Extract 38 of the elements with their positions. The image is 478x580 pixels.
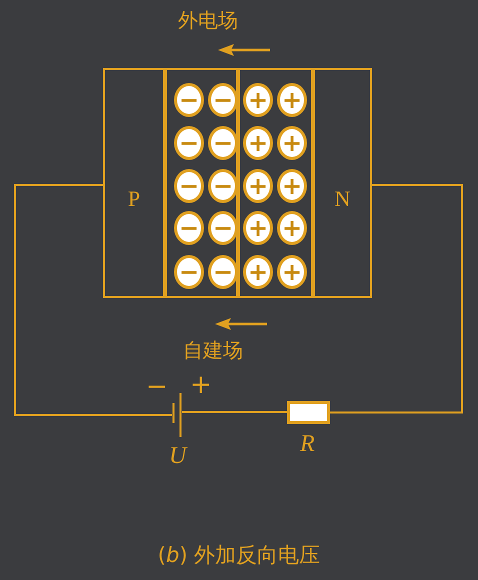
ion-circle: + <box>243 126 273 160</box>
semiconductor-region <box>103 68 165 298</box>
ion-circle: − <box>174 126 204 160</box>
ion-circle: − <box>208 83 238 117</box>
ion-circle: − <box>208 211 238 245</box>
ion-circle: + <box>243 255 273 289</box>
ion-circle: − <box>174 169 204 203</box>
field-label: 外电场 <box>178 10 238 30</box>
semiconductor-region <box>313 68 372 298</box>
ion-circle: + <box>277 126 307 160</box>
ion-circle: + <box>277 211 307 245</box>
component-label: + <box>190 372 212 398</box>
ion-circle: + <box>243 83 273 117</box>
ion-circle: − <box>208 169 238 203</box>
ion-circle: + <box>243 211 273 245</box>
wire <box>182 411 287 413</box>
ion-circle: + <box>277 169 307 203</box>
resistor-symbol <box>287 401 330 424</box>
depletion-region <box>165 68 238 298</box>
component-label: − <box>146 374 168 400</box>
caption: (b) 外加反向电压 <box>156 542 322 569</box>
ion-circle: − <box>174 255 204 289</box>
ion-circle: + <box>277 83 307 117</box>
battery-symbol <box>172 393 182 437</box>
region-label: N <box>334 185 352 213</box>
wire <box>14 184 172 416</box>
ion-circle: + <box>277 255 307 289</box>
component-label: U <box>169 444 186 468</box>
ion-circle: + <box>243 169 273 203</box>
region-label: P <box>126 185 142 213</box>
component-label: R <box>300 432 315 456</box>
ion-circle: − <box>208 255 238 289</box>
ion-circle: − <box>208 126 238 160</box>
ion-circle: − <box>174 211 204 245</box>
field-label: 自建场 <box>183 340 243 360</box>
ion-circle: − <box>174 83 204 117</box>
wire <box>330 184 463 414</box>
depletion-region <box>238 68 313 298</box>
